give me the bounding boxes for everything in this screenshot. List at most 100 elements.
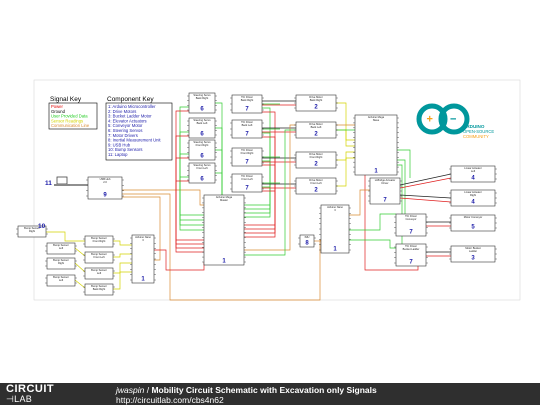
wire [336, 151, 355, 161]
wire [397, 149, 411, 178]
logo-top: CIRCUIT [6, 383, 55, 395]
component-key-item: 9: USB Hub [108, 142, 131, 147]
logo-ring-left [416, 103, 448, 135]
drive-3-number: 2 [314, 162, 318, 168]
wire [179, 176, 204, 231]
logo-bottom-text: LAB [14, 394, 33, 404]
circuit-url[interactable]: http://circuitlab.com/cbs4n62 [116, 395, 224, 405]
bump-group-number: 10 [38, 223, 46, 230]
conveyor-motor-number: 5 [471, 225, 475, 231]
wire [74, 279, 86, 289]
tic-conveyor-number: 7 [409, 230, 413, 236]
signal-key-user-data: User Provided Data [51, 114, 88, 119]
wire [349, 213, 396, 231]
wire [399, 173, 452, 186]
wire [113, 271, 132, 290]
circuitlab-logo[interactable]: CIRCUIT ⊣LAB [6, 383, 70, 405]
logo-plus: + [427, 114, 433, 126]
wire [46, 231, 85, 242]
component-key: Component Key 1: Arduino Microcontroller… [105, 96, 173, 161]
usb-hub-number: 9 [103, 193, 107, 199]
wire [349, 189, 370, 216]
logo-line1: ARDUINO [463, 124, 485, 129]
hbridge-number: 7 [383, 198, 387, 204]
wire [122, 196, 161, 261]
author-link[interactable]: jwaspin [116, 385, 145, 395]
tic-1-number: 7 [245, 107, 249, 113]
wire [244, 190, 276, 238]
signal-key-box [48, 102, 98, 130]
wire [349, 239, 396, 249]
actuator-1-number: 4 [471, 176, 475, 182]
wire [113, 240, 132, 246]
signal-key-ground: Ground [51, 109, 66, 114]
arduino-mega-1-number: 1 [222, 259, 226, 265]
component-key-item: 1: Arduino Microcontroller [108, 104, 156, 109]
servo-1-number: 6 [200, 107, 204, 113]
component-key-item: 5: Conveyor Motor [108, 123, 143, 128]
bucket-motor-number: 3 [471, 256, 475, 262]
wire [336, 157, 355, 187]
tic-2-number: 7 [245, 132, 249, 138]
wire [175, 180, 204, 253]
title-separator: / [144, 385, 152, 395]
circuit-name: Mobility Circuit Schematic with Excavati… [151, 385, 377, 395]
component-key-item: 2: Drive Motors [108, 109, 136, 114]
component-key-item: 4: Elevator Actuators [108, 118, 147, 123]
wire [399, 197, 452, 203]
servo-4-number: 6 [200, 177, 204, 183]
